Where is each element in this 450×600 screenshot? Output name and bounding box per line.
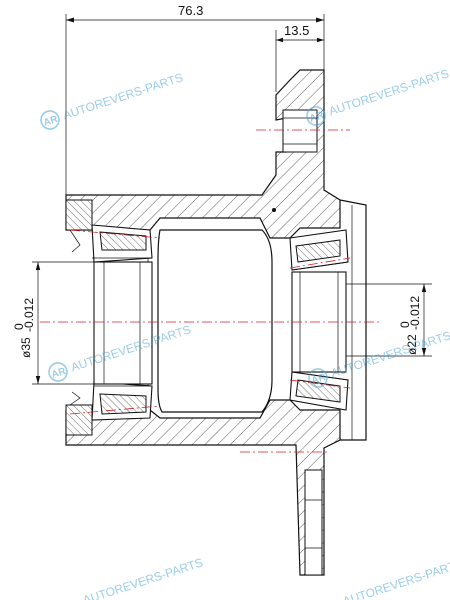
flange-lower [65,399,341,576]
left-inner-race [93,261,153,385]
left-bore-lower-tol: -0.012 [22,298,36,332]
watermark-text: AUTOREVERS-PARTS [329,328,450,380]
watermark-text: AUTOREVERS-PARTS [81,555,205,600]
svg-text:ø35: ø35 [19,337,33,358]
hub-bore [147,229,273,413]
left-bore-upper-tol: 0 [12,323,26,330]
flange-width-label: 13.5 [284,23,309,38]
watermark-6: AUTOREVERS-PARTS [341,556,450,600]
right-bore-upper-tol: 0 [398,321,412,328]
dimension-right-bore: ø22 0 -0.012 [346,283,432,357]
svg-text:-0.012: -0.012 [22,298,36,332]
watermark-text: AUTOREVERS-PARTS [61,70,185,122]
centerlines [40,129,380,453]
svg-text:AR: AR [50,366,68,381]
svg-text:0: 0 [12,323,26,330]
watermark-text: AUTOREVERS-PARTS [327,66,450,118]
left-seal [65,199,93,436]
right-bearing-upper [289,229,349,271]
dimension-flange-width: 13.5 [275,23,324,92]
watermark-text: AUTOREVERS-PARTS [341,556,450,600]
svg-text:AR: AR [310,372,328,387]
svg-text:AR: AR [42,114,60,129]
dimension-left-bore: ø35 0 -0.012 [12,261,96,385]
right-bore-lower-tol: -0.012 [408,296,422,330]
dimension-overall-width: 76.3 [65,3,325,200]
svg-text:0: 0 [398,321,412,328]
watermark-logo-icon [40,110,60,130]
svg-text:AR: AR [308,110,326,125]
watermark-5: AUTOREVERS-PARTS [81,555,205,600]
right-cap [339,199,367,441]
left-bearing-lower [91,381,153,421]
watermark-logo-icon [306,106,326,126]
watermark-logo-icon [308,368,328,388]
watermark-1: AR AUTOREVERS-PARTS [40,70,185,130]
overall-width-label: 76.3 [178,3,203,18]
left-bearing-upper [91,224,153,263]
left-bore-diameter: ø35 [19,337,33,358]
right-bore-diameter: ø22 [405,334,419,355]
watermark-2: AR AUTOREVERS-PARTS [306,66,450,126]
watermark-logo-icon [48,362,68,382]
svg-text:-0.012: -0.012 [408,296,422,330]
svg-text:ø22: ø22 [405,334,419,355]
